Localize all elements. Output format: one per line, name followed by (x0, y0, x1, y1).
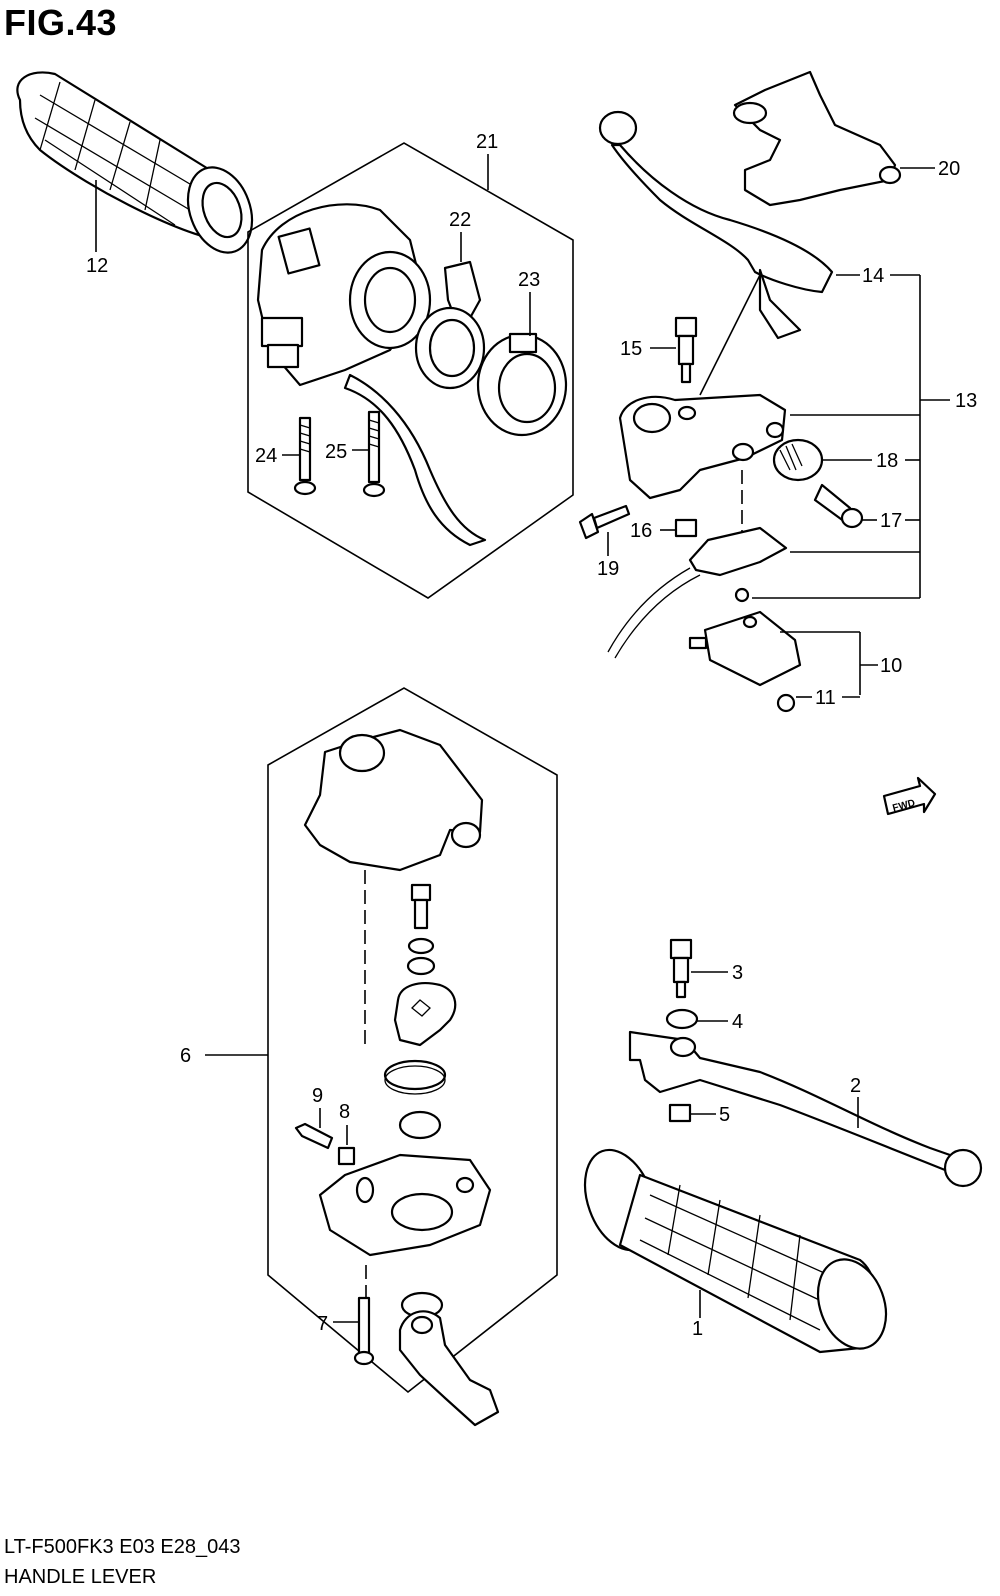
assembly-21-boundary (247, 142, 574, 599)
screw-part-24 (293, 416, 317, 496)
throttle-lever-part-22 (414, 260, 486, 390)
clamp-ring-part-23 (476, 332, 568, 437)
screw-part-25 (362, 410, 386, 498)
pivot-bolt-part-15 (674, 316, 698, 384)
callout-24: 24 (255, 445, 277, 467)
nut-part-8 (337, 1146, 356, 1166)
callout-7: 7 (317, 1313, 328, 1335)
switch-housing-part (256, 203, 487, 547)
throttle-cam (393, 982, 457, 1047)
callout-16: 16 (630, 520, 652, 542)
callout-1: 1 (692, 1318, 703, 1340)
screw-part-7 (353, 1296, 375, 1366)
seal-ring (398, 1110, 442, 1140)
adjuster-knob-part-18 (772, 438, 824, 482)
adjuster-screw-part-17 (813, 483, 864, 529)
callout-14: 14 (862, 265, 884, 287)
callout-2: 2 (850, 1075, 861, 1097)
assembly-6-boundary (267, 687, 558, 1394)
callout-5: 5 (719, 1104, 730, 1126)
callout-25: 25 (325, 441, 347, 463)
callout-8: 8 (339, 1101, 350, 1123)
brake-switch-bracket (688, 526, 788, 603)
throttle-housing-upper (303, 728, 484, 872)
figure-title: FIG.43 (4, 2, 118, 43)
callout-22: 22 (449, 209, 471, 231)
brake-lever-part-14 (598, 110, 834, 340)
grip-left-part (16, 71, 254, 254)
callout-23: 23 (518, 269, 540, 291)
lever-holder-part-13 (618, 393, 787, 500)
callout-13: 13 (955, 390, 977, 412)
throttle-screw (410, 883, 432, 930)
callout-6: 6 (180, 1045, 191, 1067)
callout-10: 10 (880, 655, 902, 677)
nut-part-16 (674, 518, 698, 538)
callout-21: 21 (476, 131, 498, 153)
nut-part-5 (668, 1103, 692, 1123)
lever-cover-part-20 (732, 70, 902, 207)
bolt-part-19 (578, 504, 631, 540)
thumb-throttle-lever (398, 1310, 500, 1427)
brake-switch-part-10 (688, 610, 802, 687)
grip-right-part (583, 1148, 888, 1354)
callout-11: 11 (815, 687, 836, 709)
collar-part-4 (665, 1008, 699, 1030)
callout-20: 20 (938, 158, 960, 180)
callout-18: 18 (876, 450, 898, 472)
fwd-direction-arrow-icon: FWD (882, 776, 937, 816)
screw-part-11 (776, 693, 796, 713)
throttle-housing-lower (318, 1153, 492, 1257)
model-code: LT-F500FK3 E03 E28_043 (4, 1536, 241, 1558)
screw-part-9 (294, 1122, 334, 1150)
callout-12: 12 (86, 255, 108, 277)
callout-17: 17 (880, 510, 902, 532)
throttle-spring (383, 1059, 447, 1095)
section-name: HANDLE LEVER (4, 1566, 157, 1588)
callout-15: 15 (620, 338, 642, 360)
pivot-bolt-part-3 (669, 938, 693, 999)
callout-3: 3 (732, 962, 743, 984)
washer (406, 956, 436, 976)
callout-19: 19 (597, 558, 619, 580)
washer (407, 937, 435, 955)
callout-4: 4 (732, 1011, 743, 1033)
lever-part-2 (628, 1030, 983, 1188)
callout-9: 9 (312, 1085, 323, 1107)
